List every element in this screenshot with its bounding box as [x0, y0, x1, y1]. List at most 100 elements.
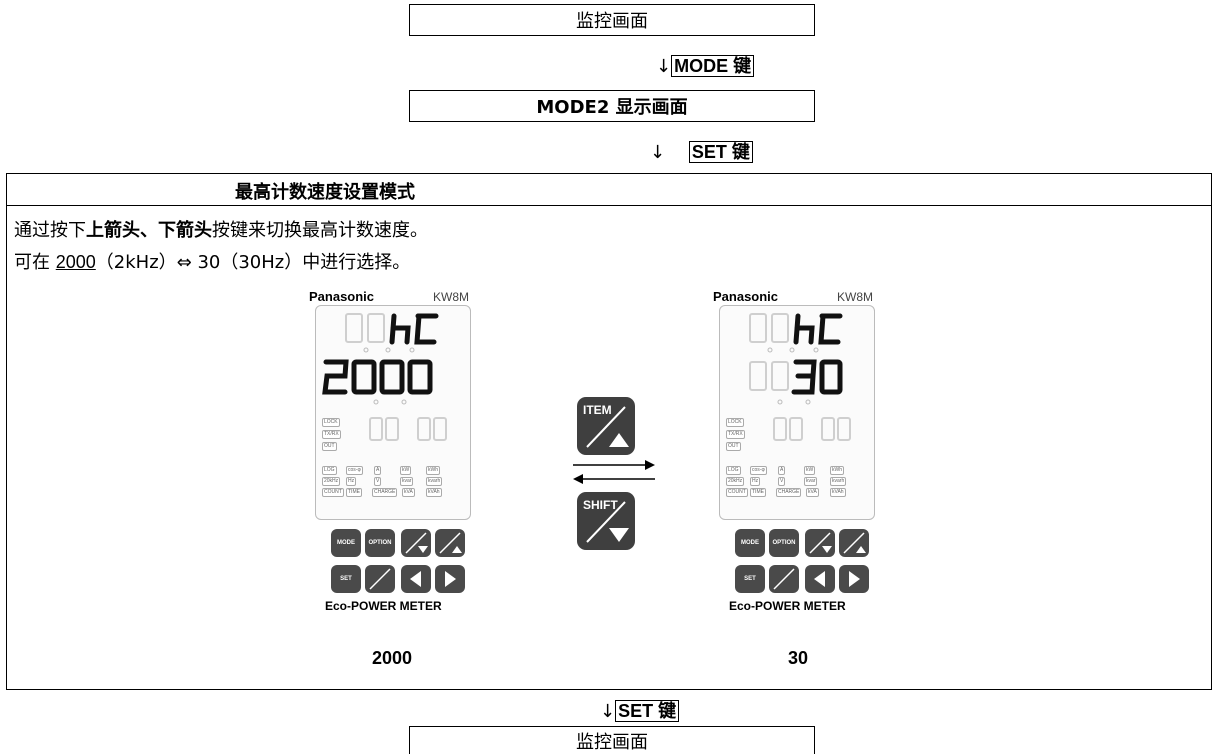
mode-button[interactable]: MODE: [735, 529, 765, 557]
down-arrow-icon: ↓: [600, 701, 616, 722]
brand-logo: Panasonic: [713, 289, 779, 304]
unit-label: TIME: [346, 488, 362, 497]
device-panel-30: Panasonic KW8M: [713, 287, 883, 645]
unit-label: CHARGE: [776, 488, 802, 497]
lcd-screen: LOCK TX/RX OUT LOG cos-φ A kW kWh 20kHz …: [315, 305, 471, 520]
step2-arrow-row: ↓ SET 键: [650, 138, 753, 164]
down-arrow-key-text: 下箭头: [158, 220, 212, 241]
mode2-screen-label: MODE2 显示画面: [536, 97, 688, 118]
monitor-screen-label: 监控画面: [576, 11, 648, 32]
monitor-screen-box-top: 监控画面: [409, 4, 815, 36]
instruction-text: （2kHz）⇔ 30（30Hz）中进行选择。: [95, 252, 411, 273]
unit-label: V: [778, 477, 786, 486]
model-label: KW8M: [837, 290, 873, 304]
unit-label: kvarh: [426, 477, 443, 486]
mode2-screen-box: MODE2 显示画面: [409, 90, 815, 122]
shift-down-key[interactable]: SHIFT: [577, 492, 635, 550]
set-button[interactable]: SET: [735, 565, 765, 593]
item-up-icon: [439, 532, 462, 554]
out-indicator: OUT: [726, 442, 741, 451]
start-stop-button[interactable]: [365, 565, 395, 593]
monitor-screen-box-bottom: 监控画面: [409, 726, 815, 754]
step1-arrow-row: ↓MODE 键: [656, 52, 755, 78]
unit-label: kWh: [426, 466, 440, 475]
instruction-line-2: 可在 2000（2kHz）⇔ 30（30Hz）中进行选择。: [14, 248, 410, 274]
device-footer: Eco-POWER METER: [729, 599, 846, 613]
unit-label: kVAh: [830, 488, 846, 497]
txrx-indicator: TX/RX: [726, 430, 745, 439]
unit-label: cos-φ: [750, 466, 767, 475]
right-button[interactable]: [435, 565, 465, 593]
unit-label: 20kHz: [322, 477, 341, 486]
unit-label: A: [778, 466, 786, 475]
lcd-segments: [749, 313, 851, 441]
down-arrow-icon: ↓: [650, 142, 666, 163]
device-footer: Eco-POWER METER: [325, 599, 442, 613]
mode-button[interactable]: MODE: [331, 529, 361, 557]
option-button[interactable]: OPTION: [365, 529, 395, 557]
set-key-label: SET 键: [688, 141, 753, 163]
set-button[interactable]: SET: [331, 565, 361, 593]
unit-label: kW: [804, 466, 816, 475]
unit-label: A: [374, 466, 382, 475]
device-caption-2000: 2000: [371, 648, 413, 668]
shift-down-button[interactable]: [805, 529, 835, 557]
start-stop-icon: [773, 568, 795, 590]
mid-display-30: [791, 359, 843, 395]
device-caption-30: 30: [787, 648, 809, 668]
lock-indicator: LOCK: [726, 418, 744, 427]
unit-label: kVA: [402, 488, 415, 497]
up-arrow-key-text: 上箭头: [86, 220, 140, 241]
lcd-segments: [322, 313, 447, 441]
item-up-icon: [586, 406, 629, 448]
unit-label: LOG: [726, 466, 741, 475]
step3-arrow-row: ↓SET 键: [600, 697, 680, 723]
option-button[interactable]: OPTION: [769, 529, 799, 557]
model-label: KW8M: [433, 290, 469, 304]
right-arrow-icon: [445, 571, 456, 587]
out-indicator: OUT: [322, 442, 337, 451]
item-up-key[interactable]: ITEM: [577, 397, 635, 455]
item-up-button[interactable]: [839, 529, 869, 557]
shift-down-button[interactable]: [401, 529, 431, 557]
unit-label: COUNT: [322, 488, 344, 497]
shift-down-icon: [405, 532, 428, 554]
unit-label: kVA: [806, 488, 819, 497]
section-header: 最高计数速度设置模式: [7, 174, 1211, 206]
unit-label: kVAh: [426, 488, 442, 497]
monitor-screen-label: 监控画面: [576, 731, 648, 753]
unit-label: kvar: [400, 477, 414, 486]
lock-indicator: LOCK: [322, 418, 340, 427]
left-button[interactable]: [805, 565, 835, 593]
value-2000-text: 2000: [55, 252, 96, 272]
lcd-screen: LOCK TX/RX OUT LOG cos-φ A kW kWh 20kHz …: [719, 305, 875, 520]
unit-label: kW: [400, 466, 412, 475]
start-stop-icon: [369, 568, 391, 590]
right-button[interactable]: [839, 565, 869, 593]
txrx-indicator: TX/RX: [322, 430, 341, 439]
left-arrow-icon: [814, 571, 825, 587]
shift-key-label: SHIFT: [583, 498, 618, 512]
top-display-hc: [793, 313, 843, 345]
instruction-line-1: 通过按下上箭头、下箭头按键来切换最高计数速度。: [14, 216, 428, 242]
unit-label: Hz: [346, 477, 357, 486]
item-key-label: ITEM: [583, 403, 612, 417]
unit-label: COUNT: [726, 488, 748, 497]
mode-key-label: MODE 键: [671, 55, 755, 77]
right-arrow-icon: [849, 571, 860, 587]
instruction-text: 可在: [14, 252, 56, 273]
mid-display-2000: [322, 359, 433, 395]
unit-label: CHARGE: [372, 488, 398, 497]
start-stop-button[interactable]: [769, 565, 799, 593]
top-display-hc: [389, 313, 439, 345]
instruction-text: 通过按下: [14, 220, 86, 241]
item-up-button[interactable]: [435, 529, 465, 557]
unit-label: kWh: [830, 466, 844, 475]
device-panel-2000: Panasonic KW8M: [309, 287, 479, 645]
left-button[interactable]: [401, 565, 431, 593]
set-key-label: SET 键: [615, 700, 680, 722]
separator-text: 、: [140, 220, 158, 241]
unit-label: TIME: [750, 488, 766, 497]
down-arrow-icon: ↓: [656, 56, 672, 77]
brand-logo: Panasonic: [309, 289, 375, 304]
